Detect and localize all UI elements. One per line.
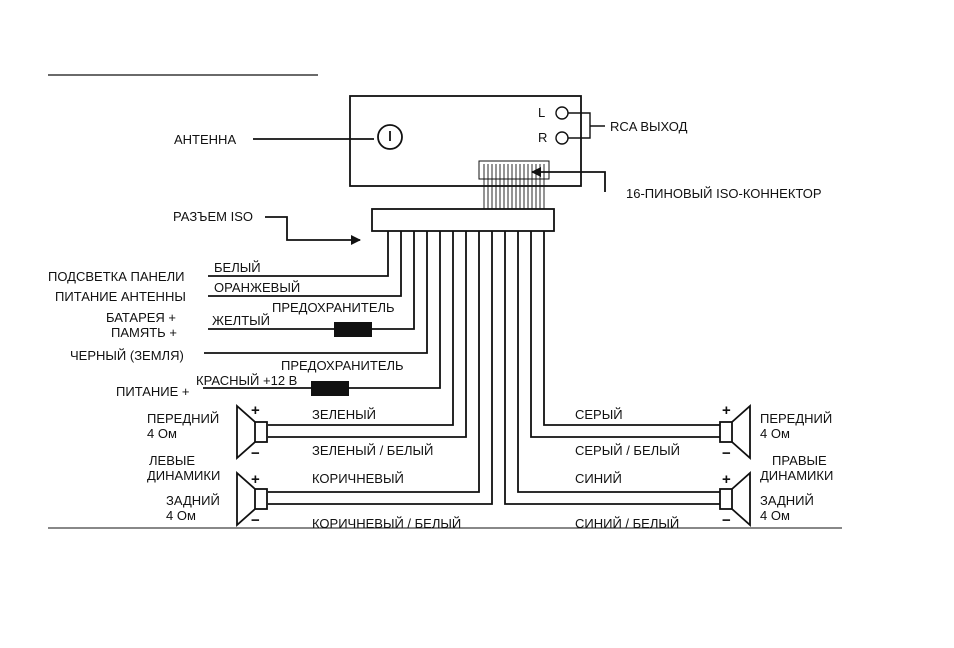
iso-socket-label: РАЗЪЕМ ISO [173, 209, 253, 224]
memory-label: ПАМЯТЬ + [111, 325, 177, 340]
orange-wire [208, 231, 402, 297]
left-rear-label: ЗАДНИЙ [166, 493, 220, 508]
yellow-wire-label: ЖЕЛТЫЙ [212, 313, 270, 328]
right-rear-ohm: 4 Ом [760, 508, 790, 523]
green-wire-label: ЗЕЛЕНЫЙ [312, 407, 376, 422]
iso-16pin-arrow [531, 167, 606, 192]
grey-wire-label: СЕРЫЙ [575, 407, 623, 422]
white-wire-label: БЕЛЫЙ [214, 260, 261, 275]
fuse-1-label: ПРЕДОХРАНИТЕЛЬ [272, 300, 395, 315]
black-ground-label: ЧЕРНЫЙ (ЗЕМЛЯ) [70, 348, 184, 363]
right-front-speaker-icon [719, 403, 751, 461]
iso-16pin-label: 16-ПИНОВЫЙ ISO-КОННЕКТОР [626, 186, 822, 201]
left-group-label-2: ДИНАМИКИ [147, 468, 220, 483]
grey-white-wire-label: СЕРЫЙ / БЕЛЫЙ [575, 443, 680, 458]
green-white-wire [268, 231, 467, 438]
black-wire [204, 231, 428, 354]
yellow-wire [208, 231, 415, 330]
panel-light-label: ПОДСВЕТКА ПАНЕЛИ [48, 269, 184, 284]
brown-wire-label: КОРИЧНЕВЫЙ [312, 471, 404, 486]
green-white-wire-label: ЗЕЛЕНЫЙ / БЕЛЫЙ [312, 443, 433, 458]
fuse-2-label: ПРЕДОХРАНИТЕЛЬ [281, 358, 404, 373]
power-label: ПИТАНИЕ + [116, 384, 189, 399]
right-rear-minus: − [722, 512, 731, 529]
antenna-power-label: ПИТАНИЕ АНТЕННЫ [55, 289, 186, 304]
left-front-plus: + [251, 402, 260, 419]
left-rear-speaker-icon [236, 470, 268, 528]
left-front-ohm: 4 Ом [147, 426, 177, 441]
brown-white-wire [268, 231, 493, 505]
iso-16pin-connector [478, 160, 550, 180]
green-wire [268, 231, 454, 426]
right-group-label-2: ДИНАМИКИ [760, 468, 833, 483]
rca-l-label: L [538, 105, 545, 120]
rca-l-jack-icon [555, 106, 569, 120]
red-wire [203, 231, 441, 389]
fuse-1-icon [334, 322, 372, 337]
left-group-label-1: ЛЕВЫЕ [149, 453, 195, 468]
red-wire-label: КРАСНЫЙ +12 В [196, 373, 297, 388]
blue-white-wire [504, 231, 720, 505]
fuse-2-icon [311, 381, 349, 396]
head-unit [349, 95, 582, 187]
left-front-minus: − [251, 445, 260, 462]
right-front-label: ПЕРЕДНИЙ [760, 411, 832, 426]
right-group-label-1: ПРАВЫЕ [772, 453, 827, 468]
iso-socket [371, 208, 555, 232]
antenna-label: АНТЕННА [174, 132, 236, 147]
white-wire [208, 231, 389, 277]
right-front-ohm: 4 Ом [760, 426, 790, 441]
blue-white-wire-label: СИНИЙ / БЕЛЫЙ [575, 516, 679, 531]
connector-pins [483, 164, 545, 209]
brown-white-wire-label: КОРИЧНЕВЫЙ / БЕЛЫЙ [312, 516, 461, 531]
left-rear-ohm: 4 Ом [166, 508, 196, 523]
rca-out-label: RCA ВЫХОД [610, 119, 688, 134]
iso-socket-arrow [265, 216, 361, 245]
left-front-label: ПЕРЕДНИЙ [147, 411, 219, 426]
left-rear-plus: + [251, 471, 260, 488]
blue-wire-label: СИНИЙ [575, 471, 622, 486]
rca-bracket [568, 112, 605, 139]
rca-r-label: R [538, 130, 547, 145]
brown-wire [268, 231, 480, 493]
battery-label: БАТАРЕЯ + [106, 310, 176, 325]
rca-r-jack-icon [555, 131, 569, 145]
right-front-plus: + [722, 402, 731, 419]
grey-white-wire [530, 231, 720, 438]
left-front-speaker-icon [236, 403, 268, 461]
right-rear-speaker-icon [719, 470, 751, 528]
orange-wire-label: ОРАНЖЕВЫЙ [214, 280, 300, 295]
right-rear-label: ЗАДНИЙ [760, 493, 814, 508]
antenna-jack-icon [377, 124, 403, 150]
right-rear-plus: + [722, 471, 731, 488]
grey-wire [543, 231, 720, 426]
blue-wire [517, 231, 720, 493]
right-front-minus: − [722, 445, 731, 462]
left-rear-minus: − [251, 512, 260, 529]
